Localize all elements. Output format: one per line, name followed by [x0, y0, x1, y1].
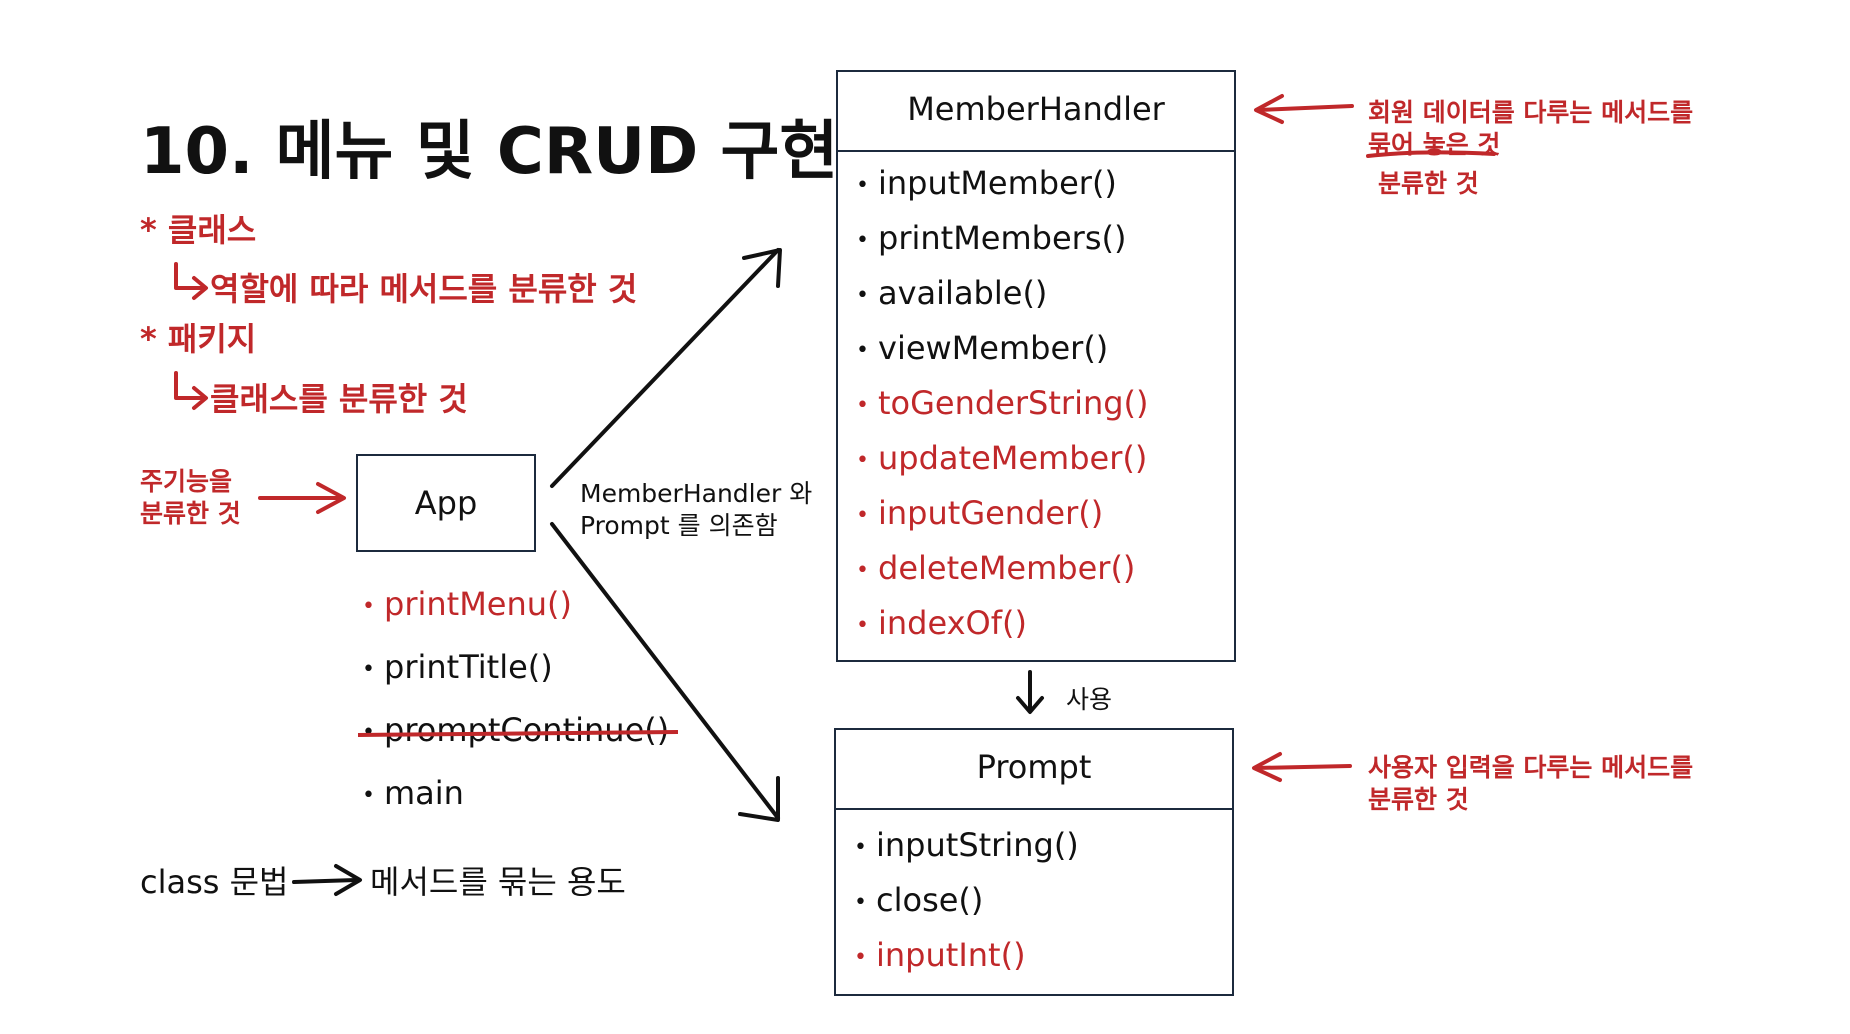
app-note-line1: 주기능을: [140, 467, 233, 496]
memberhandler-method: •toGenderString(): [856, 384, 1149, 422]
app-note-line2: 분류한 것: [140, 499, 241, 528]
app-to-memberhandler-arrow-icon: [550, 248, 782, 488]
app-class-box: App: [356, 454, 536, 552]
bullet-icon: •: [856, 557, 869, 583]
page-title: 10. 메뉴 및 CRUD 구현: [140, 115, 839, 189]
memberhandler-method: •updateMember(): [856, 439, 1148, 477]
memberhandler-method: •available(): [856, 274, 1048, 312]
memberhandler-note-arrow-icon: [1254, 94, 1354, 124]
bullet-icon: •: [856, 337, 869, 363]
bullet-icon: •: [856, 447, 869, 473]
memberhandler-method: •inputMember(): [856, 164, 1117, 202]
prompt-class-name: Prompt: [976, 748, 1092, 786]
prompt-note-line1: 사용자 입력을 다루는 메서드를: [1368, 753, 1694, 782]
prompt-method: •close(): [854, 881, 984, 919]
bullet-icon: •: [856, 392, 869, 418]
uses-arrow-icon: [1016, 670, 1044, 714]
prompt-divider: [836, 808, 1232, 810]
bullet-icon: •: [856, 227, 869, 253]
prompt-note-line2: 분류한 것: [1368, 785, 1469, 814]
class-syntax-arrow-icon: [292, 864, 362, 896]
bullet-icon: •: [856, 502, 869, 528]
memberhandler-method: •viewMember(): [856, 329, 1109, 367]
class-syntax-purpose: 메서드를 묶는 용도: [370, 863, 626, 901]
app-class-name: App: [414, 484, 478, 522]
note-underline: [1366, 150, 1496, 158]
app-method-promptcontinue: •promptContinue(): [362, 711, 670, 749]
app-method-printmenu: •printMenu(): [362, 585, 573, 623]
package-elbow-arrow-icon: [174, 371, 208, 410]
dependency-label-line2: Prompt 를 의존함: [580, 511, 778, 540]
bullet-icon: •: [854, 834, 867, 860]
memberhandler-class-box: MemberHandler: [836, 70, 1236, 662]
bullet-icon: •: [854, 944, 867, 970]
uses-label: 사용: [1066, 685, 1113, 714]
bullet-icon: •: [362, 782, 375, 808]
memberhandler-note-line3: 분류한 것: [1378, 169, 1479, 198]
app-to-prompt-arrow-icon: [550, 522, 780, 822]
prompt-method: •inputString(): [854, 826, 1079, 864]
bullet-icon: •: [362, 719, 375, 745]
class-description: 역할에 따라 메서드를 분류한 것: [210, 270, 638, 308]
bullet-icon: •: [856, 172, 869, 198]
memberhandler-method: •deleteMember(): [856, 549, 1136, 587]
prompt-note-arrow-icon: [1252, 752, 1352, 782]
bullet-icon: •: [856, 612, 869, 638]
dependency-label-line1: MemberHandler 와: [580, 479, 813, 508]
bullet-icon: •: [362, 656, 375, 682]
memberhandler-method: •printMembers(): [856, 219, 1127, 257]
memberhandler-note-line1: 회원 데이터를 다루는 메서드를: [1368, 98, 1694, 127]
prompt-class-box: Prompt: [834, 728, 1234, 996]
memberhandler-method: •inputGender(): [856, 494, 1104, 532]
app-method-main: •main: [362, 774, 464, 812]
prompt-method: •inputInt(): [854, 936, 1026, 974]
package-heading: * 패키지: [140, 320, 257, 358]
memberhandler-method: •indexOf(): [856, 604, 1027, 642]
memberhandler-divider: [838, 150, 1234, 152]
bullet-icon: •: [854, 889, 867, 915]
class-elbow-arrow-icon: [174, 262, 208, 300]
class-heading: * 클래스: [140, 211, 257, 249]
app-note-arrow-icon: [258, 482, 346, 514]
class-syntax-label: class 문법: [140, 863, 289, 901]
app-method-printtitle: •printTitle(): [362, 648, 553, 686]
bullet-icon: •: [362, 593, 375, 619]
bullet-icon: •: [856, 282, 869, 308]
strikethrough-line: [357, 730, 679, 737]
package-description: 클래스를 분류한 것: [210, 380, 468, 418]
memberhandler-class-name: MemberHandler: [907, 90, 1165, 128]
